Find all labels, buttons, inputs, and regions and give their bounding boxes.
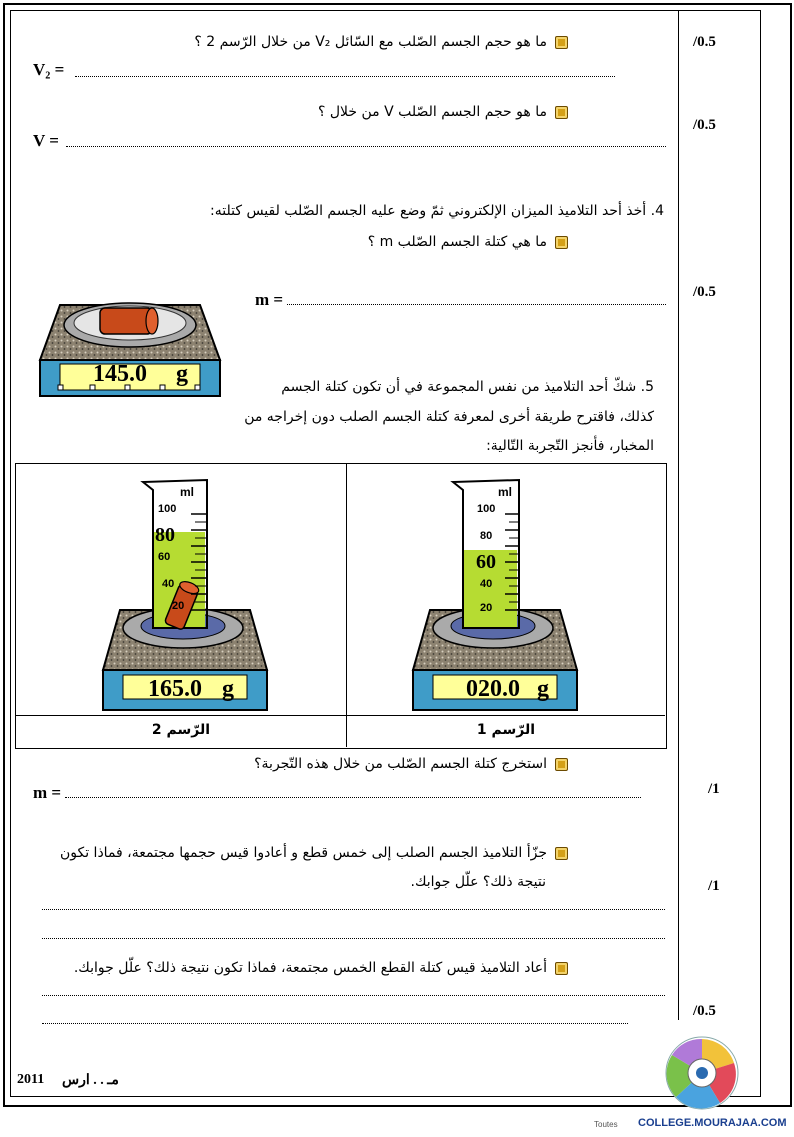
site-watermark: COLLEGE.MOURAJAA.COM: [638, 1117, 787, 1129]
scale-unit-top: g: [176, 361, 188, 387]
unit-label-1: ml: [498, 485, 513, 499]
bullet-icon: [555, 105, 568, 119]
answer-label-m: m =: [255, 290, 284, 309]
table-column-divider: [346, 463, 347, 747]
bullet-icon: [555, 235, 568, 249]
page-inner-border: [10, 10, 761, 1097]
score-q-extract: /1: [708, 781, 720, 797]
score-q-mass5: /0.5: [693, 1003, 716, 1019]
answer-line-split-1[interactable]: [42, 909, 665, 910]
answer-line-v[interactable]: [66, 146, 666, 147]
scale-unit-2: g: [222, 676, 234, 702]
watermark-small: Toutes: [594, 1120, 618, 1129]
answer-label-v: V =: [33, 131, 59, 150]
bullet-icon: [555, 846, 568, 860]
unit-label-2: ml: [180, 485, 195, 499]
q5-line2: كذلك، فاقترح طريقة أخرى لمعرفة كتلة الجس…: [244, 409, 654, 425]
tick-2-40: 40: [162, 578, 175, 590]
tick-1-100: 100: [477, 503, 496, 515]
drawing-1-cylinder-water: [411, 478, 579, 711]
solid-object-icon: [99, 307, 159, 335]
question-v2: ما هو حجم الجسم الصّلب مع السّائل V₂ من …: [194, 34, 568, 50]
answer-line-split-2[interactable]: [42, 938, 665, 939]
tick-2-60: 60: [158, 551, 171, 563]
tick-1-80: 80: [480, 530, 493, 542]
caption-drawing-1: الرّسم 1: [476, 722, 536, 738]
scale-reading-top: 145.0: [93, 361, 147, 387]
footer-year: 2011: [17, 1072, 45, 1087]
site-logo-icon: [665, 1036, 739, 1110]
answer-line-v2[interactable]: [75, 76, 615, 77]
experiment-table: [15, 463, 667, 749]
scale-reading-2: 165.0: [148, 676, 202, 702]
question-split-line2: نتيجة ذلك؟ علّل جوابك.: [410, 874, 546, 890]
scale-reading-1: 020.0: [466, 676, 520, 702]
answer-line-mass5-2[interactable]: [42, 1023, 628, 1024]
q4-question: ما هي كتلة الجسم الصّلب m ؟: [368, 234, 568, 250]
question-v: ما هو حجم الجسم الصّلب V من خلال ؟: [318, 104, 568, 120]
score-column-divider: [678, 10, 679, 1020]
answer-line-m[interactable]: [287, 304, 666, 305]
level-label-1: 60: [476, 551, 496, 573]
tick-2-20: 20: [172, 600, 185, 612]
drawing-2-cylinder-with-solid: [101, 478, 269, 711]
tick-1-20: 20: [480, 602, 493, 614]
answer-label-m2: m =: [33, 783, 62, 802]
q5-line1: 5. شكّ أحد التلاميذ من نفس المجموعة في أ…: [281, 379, 654, 395]
score-q-v: /0.5: [693, 117, 716, 133]
bullet-icon: [555, 961, 568, 975]
page-outer-border: [3, 3, 792, 1107]
balance-scale-illustration: [38, 302, 222, 397]
caption-drawing-2: الرّسم 2: [151, 722, 211, 738]
bullet-icon: [555, 757, 568, 771]
question-extract-mass: استخرج كتلة الجسم الصّلب من خلال هذه الت…: [254, 756, 568, 772]
score-q4: /0.5: [693, 284, 716, 300]
answer-line-mass5-1[interactable]: [42, 995, 665, 996]
footer-month: مـ . . ارس: [62, 1073, 119, 1088]
q4-statement: 4. أخذ أحد التلاميذ الميزان الإلكتروني ث…: [210, 203, 664, 219]
table-caption-row: [15, 715, 665, 716]
bullet-icon: [555, 35, 568, 49]
question-split-line1: جزّأ التلاميذ الجسم الصلب إلى خمس قطع و …: [60, 845, 568, 861]
question-mass-five: أعاد التلاميذ قيس كتلة القطع الخمس مجتمع…: [74, 960, 568, 976]
score-q-split: /1: [708, 878, 720, 894]
answer-line-m2[interactable]: [65, 797, 641, 798]
solid-in-water-icon: [164, 581, 200, 630]
tick-2-100: 100: [158, 503, 177, 515]
tick-1-40: 40: [480, 578, 493, 590]
q5-line3: المخبار، فأنجز التّجربة التّالية:: [486, 438, 654, 454]
scale-unit-1: g: [537, 676, 549, 702]
level-label-2: 80: [155, 524, 175, 546]
answer-label-v2: V₂ =: [33, 60, 65, 79]
score-q-v2: /0.5: [693, 34, 716, 50]
